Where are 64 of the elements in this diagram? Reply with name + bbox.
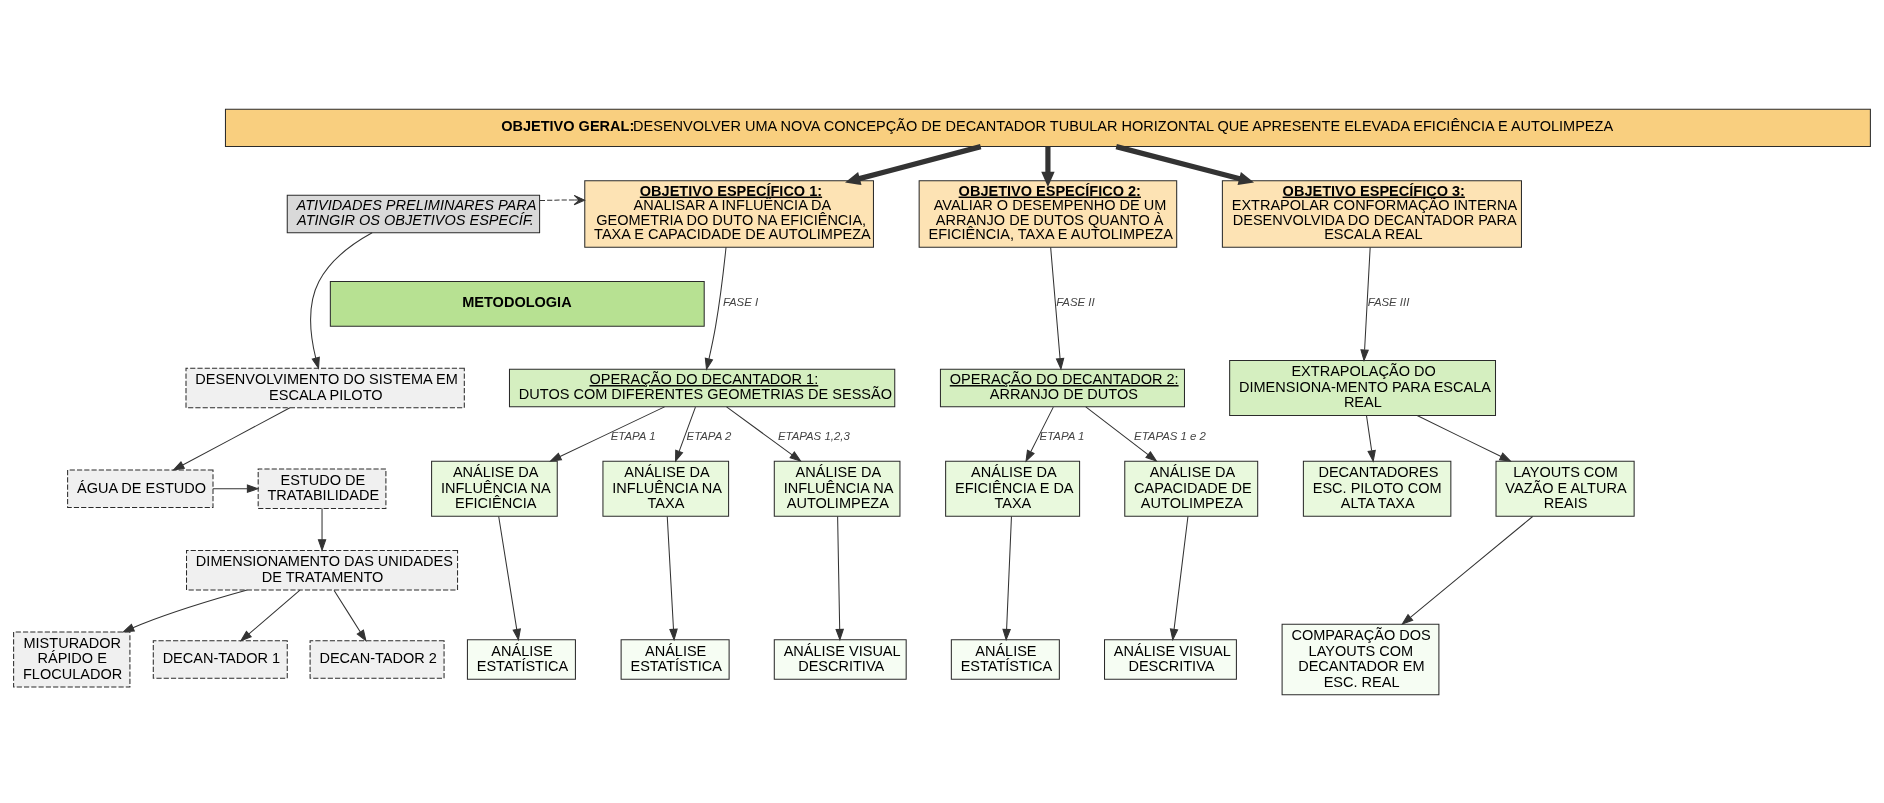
- node-box: MISTURADOR RÁPIDO E FLOCULADOR: [13, 631, 131, 688]
- node-box: OPERAÇÃO DO DECANTADOR 1: DUTOS COM DIFERENTES GEOMETRIAS DE SESSÃO: [508, 368, 896, 407]
- node-box: ANÁLISE DA EFICIÊNCIA E DA TAXA: [945, 460, 1081, 517]
- arrow: [1360, 246, 1371, 362]
- arrow: [1115, 143, 1254, 185]
- arrow: [726, 405, 802, 462]
- node-box: DECANTADORES ESC. PILOTO COM ALTA TAXA: [1302, 460, 1452, 517]
- node-box: ANÁLISE DA INFLUÊNCIA NA AUTOLIMPEZA: [773, 460, 901, 517]
- arrow: [539, 194, 586, 205]
- arrow: [1025, 406, 1054, 463]
- node-box: OBJETIVO GERAL:DESENVOLVER UMA NOVA CONCEPÇÃO DE DECANTADOR TUBULAR HORIZONTAL QUE APRESENTE ELEVADA EFICIÊNCIA E AUTOLIMPEZA: [224, 108, 1871, 147]
- arrow: [1416, 414, 1512, 462]
- node-box: ESTUDO DE TRATABILIDADE: [257, 467, 387, 509]
- edge-label: ETAPAS 1,2,3: [777, 429, 850, 442]
- node-box: COMPARAÇÃO DOS LAYOUTS COM DECANTADOR EM ESC. REAL: [1281, 623, 1440, 695]
- node-box: OBJETIVO ESPECÍFICO 1: ANALISAR A INFLUÊNCIA DA GEOMETRIA DO DUTO NA EFICIÊNCIA, TAXA E CAPACIDADE DE AUTOLIMPEZA: [584, 179, 874, 248]
- node-box: ANÁLISE DA CAPACIDADE DE AUTOLIMPEZA: [1124, 460, 1259, 517]
- arrow: [835, 515, 845, 641]
- edge-label: ETAPA 2: [686, 429, 732, 442]
- arrow: [666, 515, 678, 641]
- node-box: OBJETIVO ESPECÍFICO 3: EXTRAPOLAR CONFORMAÇÃO INTERNA DESENVOLVIDA DO DECANTADOR PARA ESCALA REAL: [1221, 179, 1522, 248]
- node-box: DESENVOLVIMENTO DO SISTEMA EM ESCALA PILOTO: [185, 367, 465, 408]
- edge-label: FASE I: [722, 295, 759, 308]
- arrow: [1050, 246, 1065, 371]
- arrow: [239, 589, 301, 642]
- edge-label: ETAPAS 1 e 2: [1134, 429, 1206, 442]
- node-box: DECAN-TADOR 1: [152, 639, 288, 679]
- arrow: [1366, 414, 1376, 463]
- arrow: [498, 515, 521, 641]
- node-box: ANÁLISE DA INFLUÊNCIA NA EFICIÊNCIA: [431, 460, 558, 517]
- arrow: [333, 589, 367, 642]
- edge-label: ETAPA 1: [610, 429, 656, 442]
- node-box: OBJETIVO ESPECÍFICO 2: AVALIAR O DESEMPENHO DE UM ARRANJO DE DUTOS QUANTO À EFICIÊNCIA, TAXA E AUTOLIMPEZA: [918, 179, 1178, 248]
- arrow: [172, 406, 291, 471]
- node-box: ANÁLISE ESTATÍSTICA: [950, 638, 1060, 680]
- edge-label: FASE II: [1056, 295, 1095, 308]
- node-box: ANÁLISE ESTATÍSTICA: [620, 638, 730, 680]
- arrow: [675, 406, 696, 463]
- arrow: [1041, 146, 1055, 187]
- node-box: EXTRAPOLAÇÃO DO DIMENSIONA-MENTO PARA ESCALA REAL: [1229, 359, 1496, 416]
- node-box: ANÁLISE DA INFLUÊNCIA NA TAXA: [602, 460, 730, 517]
- node-box: ANÁLISE VISUAL DESCRITIVA: [1104, 638, 1237, 680]
- edge-label: FASE III: [1367, 295, 1410, 308]
- arrow: [212, 483, 260, 493]
- arrow: [310, 231, 373, 370]
- node-box: METODOLOGIA: [329, 280, 705, 327]
- arrow: [1085, 405, 1158, 462]
- node-box: ATIVIDADES PRELIMINARES PARA ATINGIR OS OBJETIVOS ESPECÍF.: [286, 194, 541, 233]
- arrow: [1002, 515, 1012, 641]
- arrow: [1401, 515, 1534, 625]
- node-box: ANÁLISE VISUAL DESCRITIVA: [773, 638, 907, 680]
- node-box: ÁGUA DE ESTUDO: [67, 469, 214, 508]
- arrow: [317, 507, 327, 552]
- node-box: OPERAÇÃO DO DECANTADOR 2: ARRANJO DE DUTOS: [939, 368, 1185, 407]
- arrow: [121, 589, 248, 632]
- node-box: LAYOUTS COM VAZÃO E ALTURA REAIS: [1495, 460, 1635, 517]
- node-box: DIMENSIONAMENTO DAS UNIDADES DE TRATAMENTO: [186, 549, 459, 590]
- node-box: ANÁLISE ESTATÍSTICA: [466, 638, 576, 680]
- arrow: [1169, 515, 1189, 641]
- node-box: DECAN-TADOR 2: [309, 639, 445, 679]
- arrow: [845, 143, 982, 185]
- arrow: [549, 405, 665, 462]
- edge-label: ETAPA 1: [1039, 429, 1085, 442]
- arrow: [704, 246, 727, 371]
